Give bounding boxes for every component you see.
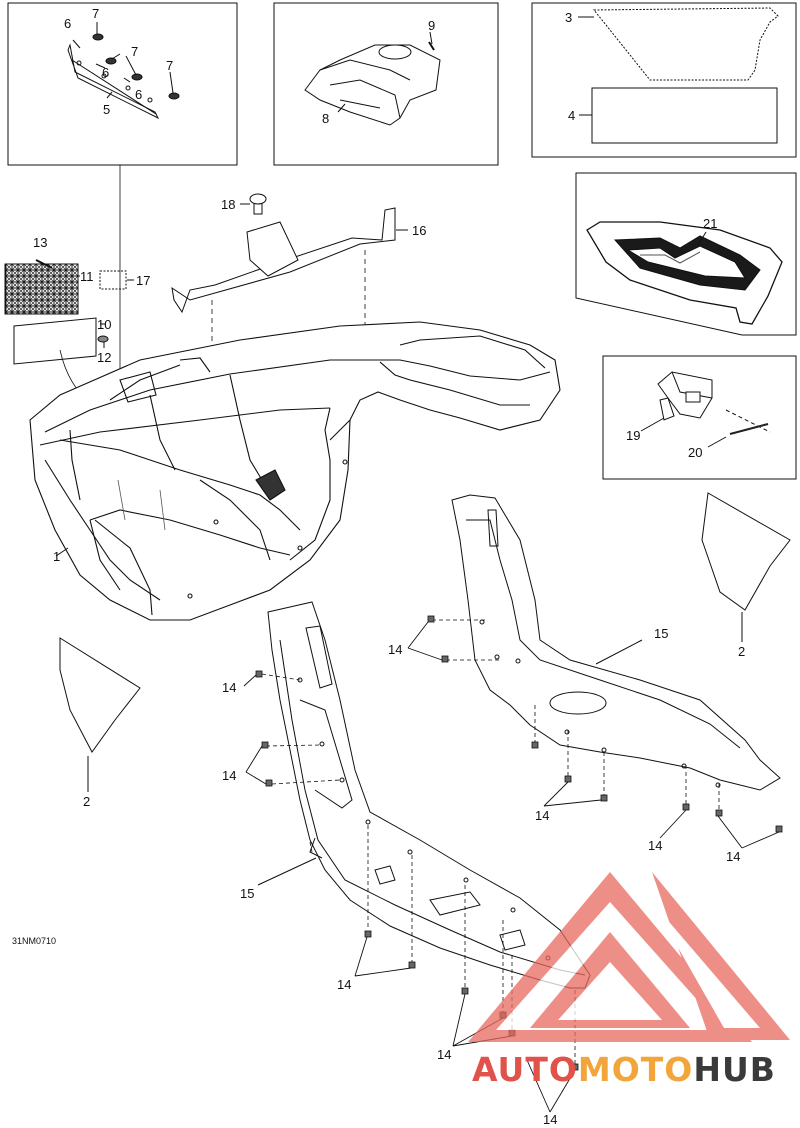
callout-5: 5	[103, 102, 110, 117]
automotohub-logo-icon	[468, 872, 790, 1042]
watermark-auto: AUTO	[472, 1050, 578, 1089]
callout-14-c: 14	[222, 768, 236, 783]
callout-16: 16	[412, 223, 426, 238]
label-tag	[99, 270, 127, 290]
callout-7-c: 7	[166, 58, 173, 73]
side-panel-right	[701, 492, 791, 611]
callout-15-left: 15	[240, 886, 254, 901]
foam-pad	[13, 317, 97, 365]
callout-17: 17	[136, 273, 150, 288]
inset-box-decals	[531, 2, 797, 158]
callout-14-i: 14	[543, 1112, 557, 1127]
callout-18: 18	[221, 197, 235, 212]
callout-14-f: 14	[726, 849, 740, 864]
watermark-moto: MOTO	[578, 1050, 693, 1089]
front-body	[29, 321, 561, 621]
callout-19: 19	[626, 428, 640, 443]
tank-cover	[304, 44, 441, 126]
inset-box-clip	[602, 355, 797, 480]
callout-14-h: 14	[437, 1047, 451, 1062]
callout-2-left: 2	[83, 794, 90, 809]
bracket-strip	[67, 43, 160, 120]
callout-11: 11	[80, 269, 94, 284]
callout-6-b: 6	[102, 65, 109, 80]
seat	[586, 221, 783, 325]
decal-panel	[591, 87, 778, 144]
inset-box-bracket	[7, 2, 238, 166]
callout-14-g: 14	[337, 977, 351, 992]
automotohub-watermark: AUTOMOTOHUB	[468, 872, 790, 1089]
washer-set	[72, 33, 180, 100]
callout-20: 20	[688, 445, 702, 460]
decal-outline	[592, 7, 779, 81]
callout-13: 13	[33, 235, 47, 250]
callout-1: 1	[53, 549, 60, 564]
watermark-brand-text: AUTOMOTOHUB	[472, 1050, 776, 1089]
callout-7-a: 7	[92, 6, 99, 21]
callout-14-e: 14	[648, 838, 662, 853]
callout-3: 3	[565, 10, 572, 25]
callout-14-a: 14	[388, 642, 402, 657]
callout-9: 9	[428, 18, 435, 33]
callout-15-right: 15	[654, 626, 668, 641]
callout-12: 12	[97, 350, 111, 365]
watermark-hub: HUB	[693, 1050, 776, 1089]
callout-21: 21	[703, 216, 717, 231]
inset-box-seat	[575, 172, 797, 336]
callout-2-right: 2	[738, 644, 745, 659]
callout-7-b: 7	[131, 44, 138, 59]
inset-box-tank-cover	[273, 2, 499, 166]
callout-14-d: 14	[535, 808, 549, 823]
callout-6-c: 6	[135, 87, 142, 102]
right-footrest-plate	[451, 494, 781, 791]
callout-14-b: 14	[222, 680, 236, 695]
callout-10: 10	[97, 317, 111, 332]
callout-8: 8	[322, 111, 329, 126]
mesh-panel	[4, 263, 79, 315]
clip	[657, 371, 713, 421]
side-panel-left	[59, 637, 141, 753]
callout-6-a: 6	[64, 16, 71, 31]
callout-4: 4	[568, 108, 575, 123]
diagram-reference-code: 31NM0710	[12, 936, 56, 946]
rear-bracket	[171, 193, 396, 314]
